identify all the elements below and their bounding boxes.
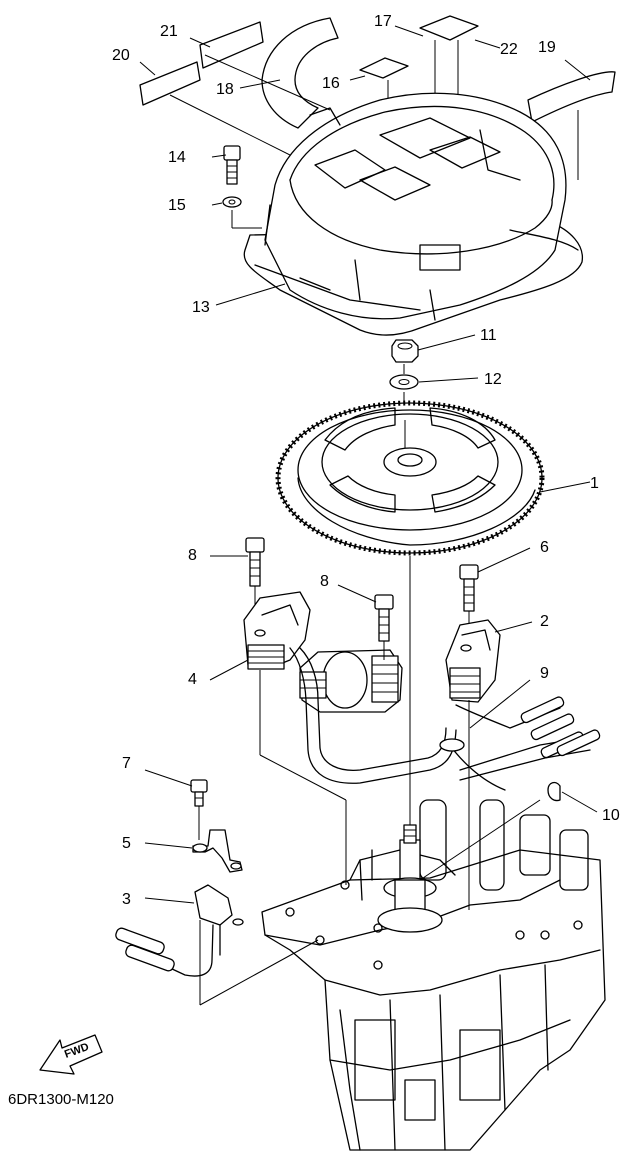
decal-16 [359, 57, 409, 79]
callout-4: 4 [188, 671, 197, 688]
bolt-7 [190, 779, 208, 807]
callout-labels: 1 2 3 4 5 6 7 8 8 9 10 11 12 13 14 15 16… [112, 13, 620, 908]
callout-10: 10 [602, 807, 620, 824]
callout-19: 19 [538, 39, 556, 56]
decal-21 [199, 21, 264, 69]
rectifier-3 [115, 884, 244, 977]
callout-13: 13 [192, 299, 210, 316]
callout-20: 20 [112, 47, 130, 64]
wire-harness [289, 647, 601, 791]
washer-15 [222, 196, 262, 229]
flywheel-cover [243, 92, 583, 336]
fwd-arrow-icon: FWD [39, 1034, 103, 1075]
pulser-coil-4 [243, 591, 311, 670]
callout-6: 6 [540, 539, 549, 556]
callout-2: 2 [540, 613, 549, 630]
coil-2 [445, 619, 501, 703]
washer-12 [389, 374, 419, 390]
callout-9: 9 [540, 665, 549, 682]
bolt-8-left [245, 537, 265, 640]
callout-7: 7 [122, 755, 131, 772]
callout-leaders [144, 154, 598, 904]
decal-18 [261, 17, 339, 129]
callout-1: 1 [590, 475, 599, 492]
charge-coil [299, 649, 403, 713]
bracket-5 [192, 829, 243, 873]
bolt-8-right [374, 594, 394, 642]
callout-17: 17 [374, 13, 392, 30]
callout-11: 11 [480, 327, 497, 344]
callout-14: 14 [168, 149, 186, 166]
decal-19 [527, 71, 616, 123]
callout-21: 21 [160, 23, 178, 40]
bolt-14 [223, 145, 241, 185]
callout-3: 3 [122, 891, 131, 908]
flywheel [275, 400, 545, 556]
grommet-10 [547, 781, 561, 802]
crankshaft [377, 556, 443, 933]
bolt-6 [459, 564, 479, 640]
assembly-lines [198, 641, 541, 1006]
callout-15: 15 [168, 197, 186, 214]
callout-18: 18 [216, 81, 234, 98]
diagram-code: 6DR1300-M120 [8, 1091, 114, 1108]
powerhead-block [261, 799, 606, 1151]
callout-22: 22 [500, 41, 518, 58]
decal-17 [419, 15, 479, 41]
callout-8-right: 8 [320, 573, 329, 590]
decal-20 [139, 61, 201, 106]
callout-12: 12 [484, 371, 502, 388]
nut-11 [391, 339, 419, 363]
callout-5: 5 [122, 835, 131, 852]
callout-8-left: 8 [188, 547, 197, 564]
callout-16: 16 [322, 75, 340, 92]
